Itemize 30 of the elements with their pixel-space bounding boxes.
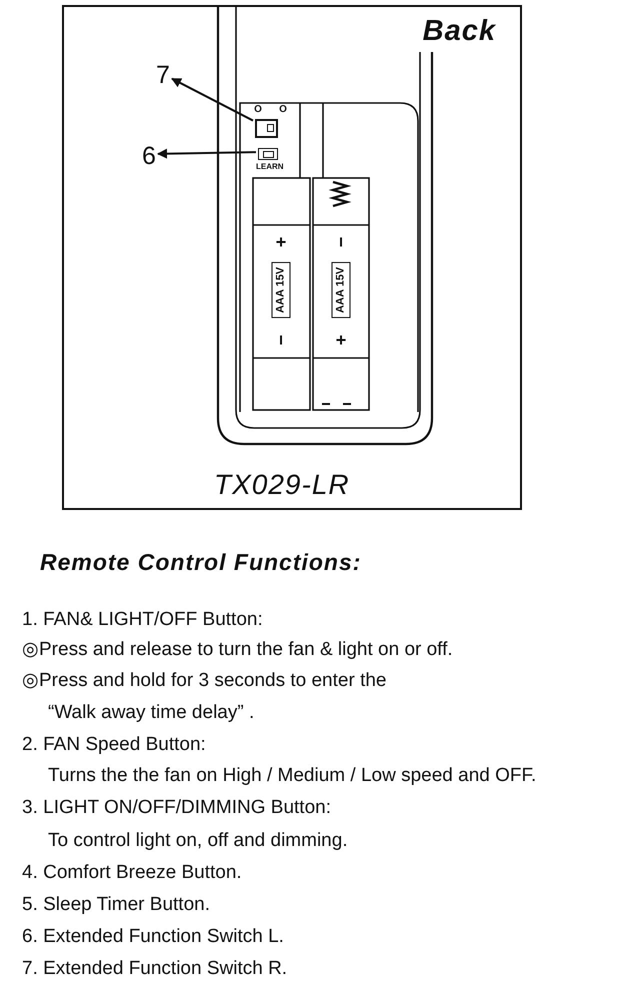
list-item: 5. Sleep Timer Button. — [22, 894, 210, 916]
battery-label: AAA 15V — [272, 262, 290, 318]
switch-label: LEARN — [256, 162, 284, 171]
polarity-sign: − — [272, 334, 290, 346]
view-heading: Back — [422, 15, 496, 48]
battery-label: AAA 15V — [332, 262, 350, 318]
list-item: 7. Extended Function Switch R. — [22, 958, 288, 980]
section-heading: Remote Control Functions: — [40, 549, 362, 576]
polarity-sign: + — [332, 334, 350, 346]
list-item: 6. Extended Function Switch L. — [22, 926, 284, 948]
diagram-frame — [62, 5, 522, 510]
switch-position-mark: O — [279, 105, 287, 115]
list-item: 1. FAN& LIGHT/OFF Button: — [22, 609, 263, 631]
item-description: Turns the the fan on High / Medium / Low speed and OFF. — [48, 765, 536, 787]
bullet-point: ◎Press and release to turn the fan & light on or off. — [22, 639, 453, 661]
model-number: TX029-LR — [214, 469, 350, 501]
callout-number: 6 — [138, 141, 160, 171]
leader-arrow — [171, 78, 254, 122]
list-item: 3. LIGHT ON/OFF/DIMMING Button: — [22, 797, 331, 819]
leader-arrow — [157, 148, 256, 159]
polarity-sign: − — [332, 236, 350, 248]
switch-position-mark: O — [254, 105, 262, 115]
polarity-sign: + — [272, 236, 290, 248]
item-description: To control light on, off and dimming. — [48, 830, 348, 852]
list-item: 2. FAN Speed Button: — [22, 734, 206, 756]
list-item: 4. Comfort Breeze Button. — [22, 862, 242, 884]
callout-number: 7 — [152, 60, 174, 90]
bullet-point-continuation: “Walk away time delay” . — [48, 702, 254, 724]
slide-switch — [255, 119, 278, 138]
bullet-point: ◎Press and hold for 3 seconds to enter the — [22, 670, 386, 692]
